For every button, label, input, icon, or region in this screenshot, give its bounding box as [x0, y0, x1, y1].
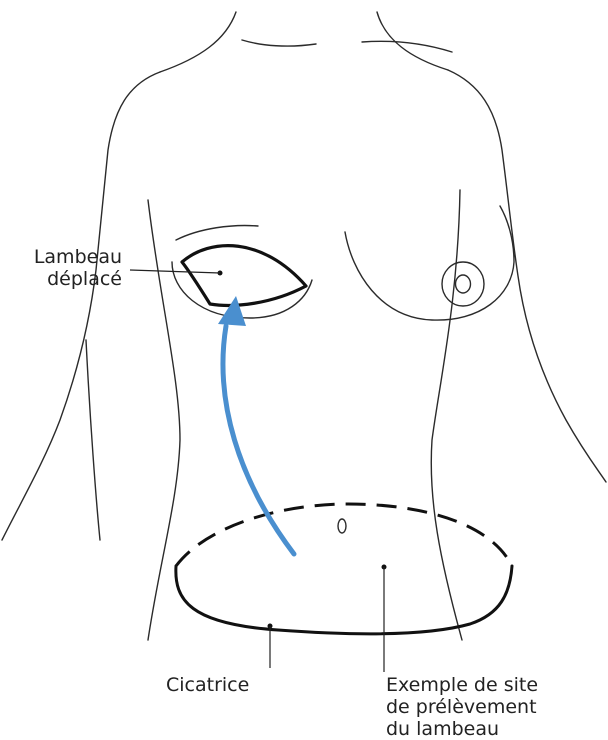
left-breast-top [176, 226, 258, 240]
right-nipple [456, 275, 471, 293]
neck-left [160, 12, 236, 72]
scar-label: Cicatrice [166, 674, 249, 696]
right-torso-side [431, 190, 462, 640]
donor-site-dashed-outline [176, 504, 512, 566]
donor-site-label-line-3: du lambeau [386, 718, 538, 740]
displaced-flap-label-line-1: Lambeau [34, 246, 122, 268]
flap-transfer-arrow [223, 326, 294, 554]
flap-transfer-arrowhead [218, 296, 246, 326]
left-inner-arm [86, 340, 100, 540]
scar-label-text: Cicatrice [166, 674, 249, 696]
donor-site-label-line-1: Exemple de site [386, 674, 538, 696]
flap-leader-line [130, 270, 220, 273]
clavicle-left [242, 40, 316, 46]
navel [338, 519, 346, 533]
displaced-flap-label: Lambeau déplacé [34, 246, 122, 290]
right-areola [442, 262, 484, 306]
right-shoulder-arm [448, 70, 606, 482]
left-shoulder-arm [2, 72, 160, 540]
scar-incision-line [176, 566, 512, 634]
displaced-flap-outline [182, 246, 306, 306]
torso-outline [2, 12, 606, 640]
displaced-flap-label-line-2: déplacé [34, 268, 122, 290]
right-breast-outline [345, 206, 514, 320]
donor-site-label-line-2: de prélèvement [386, 696, 538, 718]
donor-site-label: Exemple de site de prélèvement du lambea… [386, 674, 538, 740]
